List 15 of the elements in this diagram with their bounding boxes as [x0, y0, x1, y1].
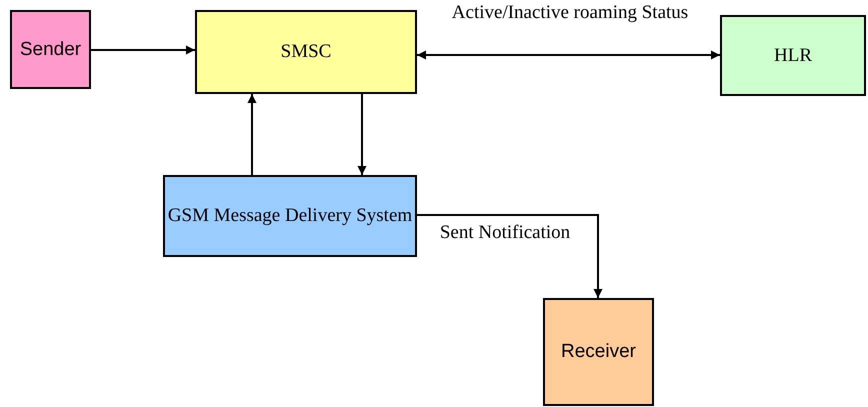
- process-box: [163, 175, 417, 257]
- node-label: HLR: [774, 44, 812, 68]
- node-label: SMSC: [280, 40, 332, 64]
- process-box: [195, 10, 417, 94]
- sender-box: [10, 10, 91, 89]
- arrow: [248, 94, 256, 175]
- arrow: [417, 50, 720, 60]
- arrow: [358, 94, 366, 175]
- node-label: GSM Message Delivery System: [168, 204, 412, 228]
- receiver-box: [543, 298, 654, 406]
- arrow: [91, 46, 195, 54]
- node-label: Sender: [20, 38, 82, 62]
- arrow: [417, 214, 602, 298]
- node-label: Receiver: [561, 340, 636, 364]
- process-box: [720, 15, 866, 96]
